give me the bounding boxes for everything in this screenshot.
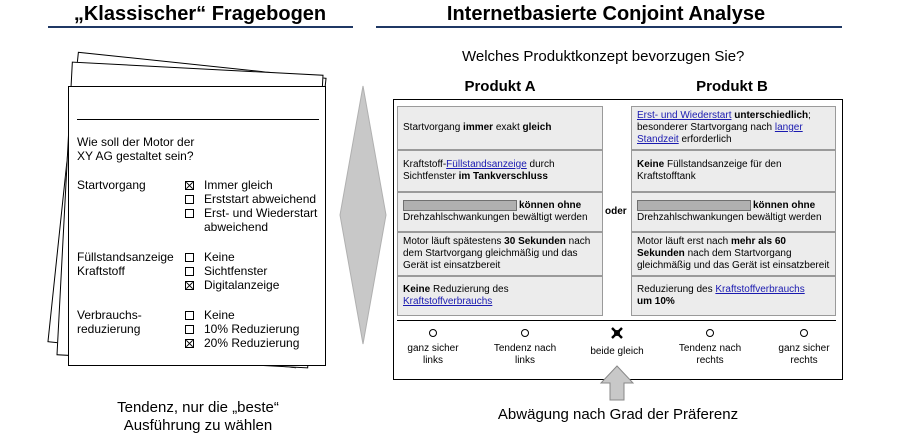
redacted-field (403, 199, 517, 211)
link-fuellstandsanzeige[interactable]: Füllstandsanzeige (446, 159, 527, 170)
oder-label: oder (605, 206, 627, 217)
checkbox[interactable] (185, 194, 194, 204)
group-label-verbrauchsreduzierung: Verbrauchs- reduzierung (77, 308, 142, 336)
checkbox-checked[interactable] (185, 280, 194, 290)
right-title-underline (376, 26, 842, 28)
option-digitalanzeige[interactable]: Digitalanzeige (185, 278, 279, 292)
double-arrow-icon (339, 85, 387, 345)
product-b-heading: Produkt B (696, 78, 768, 95)
questionnaire-question: Wie soll der Motor der XY AG gestaltet s… (77, 135, 195, 163)
questionnaire-sheet: Wie soll der Motor der XY AG gestaltet s… (68, 86, 326, 366)
option-sichtfenster[interactable]: Sichtfenster (185, 264, 279, 278)
product-b-attr-fuellstand: Keine Füllstandsanzeige für den Kraftsto… (631, 150, 836, 192)
sheet-header-line (77, 119, 319, 120)
option-keine[interactable]: Keine (185, 250, 279, 264)
option-immer-gleich[interactable]: Immer gleich (185, 178, 317, 192)
left-title: „Klassischer“ Fragebogen (73, 3, 327, 25)
link-kraftstoffverbrauch-a[interactable]: Kraftstoffverbrauchs (403, 296, 493, 307)
group-label-startvorgang: Startvorgang (77, 178, 146, 192)
product-a-attr-drehzahl: können ohne Drehzahlschwankungen bewälti… (397, 192, 603, 232)
up-arrow-icon (599, 365, 635, 401)
product-b-attr-drehzahl: können ohne Drehzahlschwankungen bewälti… (631, 192, 836, 232)
conjoint-question: Welches Produktkonzept bevorzugen Sie? (462, 48, 745, 65)
link-kraftstoffverbrauch-b[interactable]: Kraftstoffverbrauchs (715, 284, 805, 295)
checkbox[interactable] (185, 324, 194, 334)
left-caption: Tendenz, nur die „beste“ Ausführung zu w… (117, 399, 279, 434)
link-lange-standzeit[interactable]: langer Standzeit (637, 122, 803, 145)
options-fuellstandsanzeige: Keine Sichtfenster Digitalanzeige (185, 250, 279, 292)
link-erst-wiederstart[interactable]: Erst- und Wiederstart (637, 110, 732, 121)
option-erst-und-wiederstart[interactable]: Erst- und Wiederstart (185, 206, 317, 220)
scale-divider (397, 320, 836, 321)
option-erststart-abweichend[interactable]: Erststart abweichend (185, 192, 317, 206)
product-b-attr-laufzeit: Motor läuft erst nach mehr als 60 Sekund… (631, 232, 836, 276)
checkbox[interactable] (185, 252, 194, 262)
left-title-underline (48, 26, 353, 28)
options-verbrauchsreduzierung: Keine 10% Reduzierung 20% Reduzierung (185, 308, 299, 350)
option-keine-reduzierung[interactable]: Keine (185, 308, 299, 322)
radio-button[interactable] (706, 329, 714, 337)
radio-button[interactable] (800, 329, 808, 337)
checkbox-checked[interactable] (185, 338, 194, 348)
product-a-attr-fuellstand: Kraftstoff-Füllstandsanzeige durch Sicht… (397, 150, 603, 192)
radio-button[interactable] (521, 329, 529, 337)
scale-option-beide-gleich[interactable]: beide gleich (575, 326, 659, 358)
options-startvorgang: Immer gleich Erststart abweichend Erst- … (185, 178, 317, 234)
radio-button[interactable] (429, 329, 437, 337)
product-a-attr-laufzeit: Motor läuft spätestens 30 Sekunden nach … (397, 232, 603, 276)
checkbox-checked[interactable] (185, 180, 194, 190)
product-a-attr-start: Startvorgang immer exakt gleich (397, 106, 603, 150)
product-b-attr-start: Erst- und Wiederstart unterschiedlich; b… (631, 106, 836, 150)
checkbox[interactable] (185, 208, 194, 218)
option-20-reduzierung[interactable]: 20% Reduzierung (185, 336, 299, 350)
selected-cross-icon[interactable] (610, 326, 624, 340)
right-caption: Abwägung nach Grad der Präferenz (497, 406, 739, 423)
option-10-reduzierung[interactable]: 10% Reduzierung (185, 322, 299, 336)
checkbox[interactable] (185, 310, 194, 320)
product-a-attr-verbrauch: Keine Reduzierung des Kraftstoffverbrauc… (397, 276, 603, 316)
group-label-fuellstandsanzeige: Füllstandsanzeige Kraftstoff (77, 250, 174, 278)
right-title: Internetbasierte Conjoint Analyse (446, 3, 766, 25)
product-a-heading: Produkt A (464, 78, 536, 95)
redacted-field (637, 199, 751, 211)
checkbox[interactable] (185, 266, 194, 276)
